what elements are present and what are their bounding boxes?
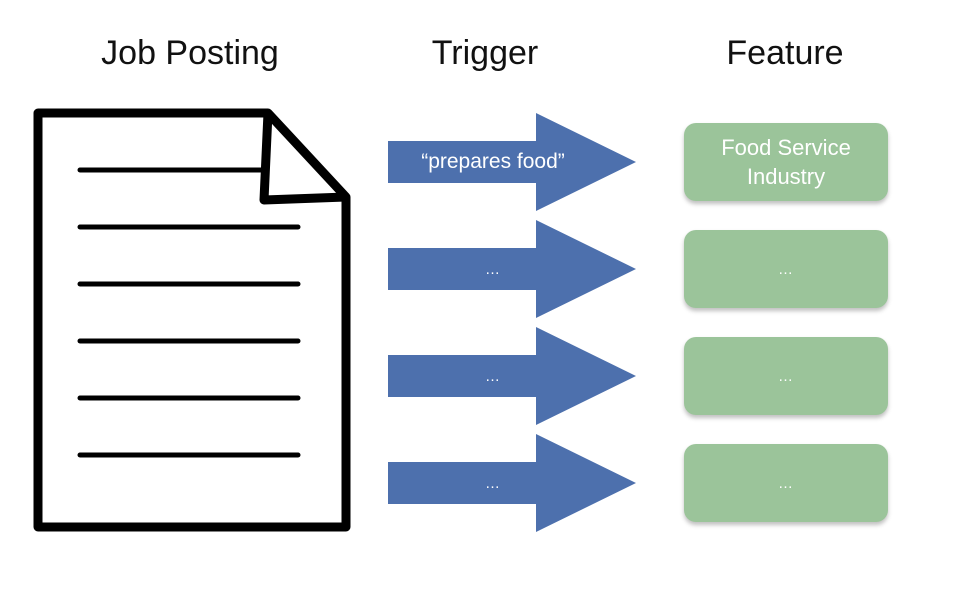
document-outline [33, 108, 351, 532]
trigger-arrow: … [388, 327, 636, 425]
trigger-label: … [485, 260, 501, 278]
feature-box: … [684, 337, 888, 415]
job-posting-header: Job Posting [101, 34, 279, 72]
trigger-header: Trigger [431, 34, 539, 72]
feature-box: … [684, 230, 888, 308]
feature-box: … [684, 444, 888, 522]
trigger-label: … [485, 474, 501, 492]
trigger-arrow: … [388, 220, 636, 318]
trigger-arrow: … [388, 434, 636, 532]
feature-header: Feature [726, 34, 844, 72]
trigger-label: “prepares food” [421, 150, 565, 173]
feature-box: Food Service Industry [684, 123, 888, 201]
trigger-arrow: “prepares food” [388, 113, 636, 211]
trigger-label: … [485, 367, 501, 385]
